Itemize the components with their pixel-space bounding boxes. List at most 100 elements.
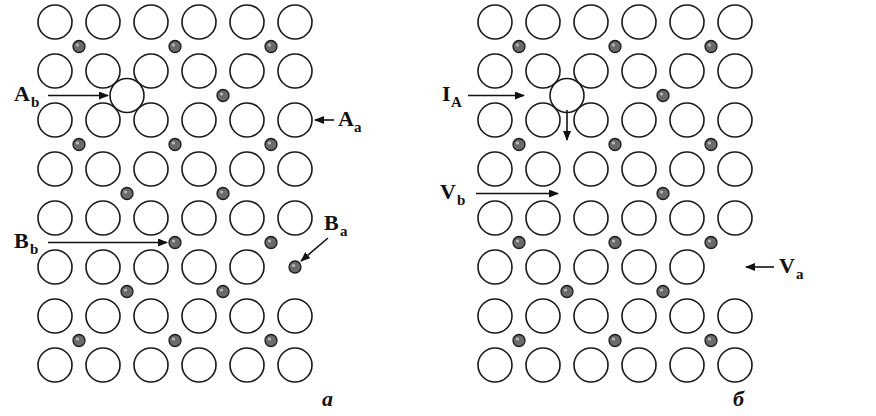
b-atom-shade: [516, 141, 519, 144]
b-atom: [609, 41, 621, 53]
a-atom: [278, 348, 312, 382]
a-atom: [718, 54, 752, 88]
a-atom: [478, 103, 512, 137]
a-atom: [574, 201, 608, 235]
a-atom: [182, 152, 216, 186]
b-atom-shade: [268, 337, 271, 340]
b-atom-shade: [516, 337, 519, 340]
b-atom-shade: [124, 288, 127, 291]
leader-line: [48, 95, 108, 97]
a-atom: [670, 103, 704, 137]
a-atom: [182, 201, 216, 235]
b-atom: [609, 237, 621, 249]
a-atom: [230, 299, 264, 333]
a-atom: [230, 103, 264, 137]
a-atom: [86, 348, 120, 382]
a-atom: [574, 5, 608, 39]
a-atom: [670, 152, 704, 186]
b-atom-shade: [660, 92, 663, 95]
a-atom: [478, 5, 512, 39]
a-atom: [526, 348, 560, 382]
a-atom: [38, 250, 72, 284]
b-atom-shade: [612, 43, 615, 46]
a-atom: [38, 5, 72, 39]
b-atom: [217, 90, 229, 102]
defect-label: V: [440, 181, 456, 203]
a-atom: [38, 54, 72, 88]
b-atom: [169, 139, 181, 151]
a-atom: [230, 250, 264, 284]
a-atom: [134, 348, 168, 382]
a-atom: [670, 299, 704, 333]
b-atom-shade: [172, 43, 175, 46]
defect-label: V: [779, 255, 795, 277]
a-atom: [86, 5, 120, 39]
a-atom: [134, 152, 168, 186]
b-atom-shade: [268, 141, 271, 144]
b-atom: [169, 335, 181, 347]
b-atom-shade: [172, 239, 175, 242]
a-atom: [230, 201, 264, 235]
b-atom-shade: [172, 337, 175, 340]
b-atom: [657, 90, 669, 102]
b-atom: [265, 41, 277, 53]
displacement-arrow: [566, 110, 568, 140]
b-atom: [265, 139, 277, 151]
b-atom: [609, 335, 621, 347]
b-atom-shade: [76, 141, 79, 144]
a-atom: [478, 152, 512, 186]
b-atom: [705, 335, 717, 347]
b-atom-shade: [708, 141, 711, 144]
b-atom-shade: [268, 43, 271, 46]
interstitial-a-atom: [110, 79, 144, 113]
b-atom-shade: [564, 288, 567, 291]
b-atom: [265, 335, 277, 347]
b-atom: [169, 41, 181, 53]
b-atom-shade: [292, 264, 295, 267]
defect-label: B: [324, 212, 339, 234]
a-atom: [670, 54, 704, 88]
a-atom: [718, 299, 752, 333]
a-atom: [718, 201, 752, 235]
b-atom-shade: [612, 337, 615, 340]
a-atom: [230, 152, 264, 186]
defect-subscript: A: [451, 95, 462, 110]
a-atom: [526, 299, 560, 333]
a-atom: [526, 5, 560, 39]
a-atom: [86, 299, 120, 333]
a-atom: [278, 5, 312, 39]
a-atom: [182, 5, 216, 39]
a-atom: [134, 250, 168, 284]
b-atom: [121, 286, 133, 298]
a-atom: [230, 5, 264, 39]
a-atom: [86, 201, 120, 235]
b-atom: [73, 139, 85, 151]
a-atom: [38, 299, 72, 333]
a-atom: [278, 103, 312, 137]
a-atom: [134, 201, 168, 235]
interstitial-a-atom: [550, 79, 584, 113]
a-atom: [182, 348, 216, 382]
b-atom: [513, 237, 525, 249]
a-atom: [478, 250, 512, 284]
b-atom: [513, 139, 525, 151]
b-atom: [265, 237, 277, 249]
a-atom: [526, 201, 560, 235]
b-atom-shade: [708, 43, 711, 46]
a-atom: [670, 348, 704, 382]
a-atom: [574, 348, 608, 382]
a-atom: [38, 348, 72, 382]
leader-line: [48, 242, 167, 244]
a-atom: [278, 299, 312, 333]
panel-caption: а: [322, 388, 333, 410]
a-atom: [622, 5, 656, 39]
b-atom-shade: [76, 337, 79, 340]
b-atom-shade: [76, 43, 79, 46]
b-atom-shade: [660, 288, 663, 291]
b-atom: [513, 41, 525, 53]
a-atom: [718, 103, 752, 137]
b-atom: [121, 188, 133, 200]
defect-label: A: [338, 108, 354, 130]
b-atom: [705, 237, 717, 249]
defect-subscript: b: [30, 242, 38, 257]
